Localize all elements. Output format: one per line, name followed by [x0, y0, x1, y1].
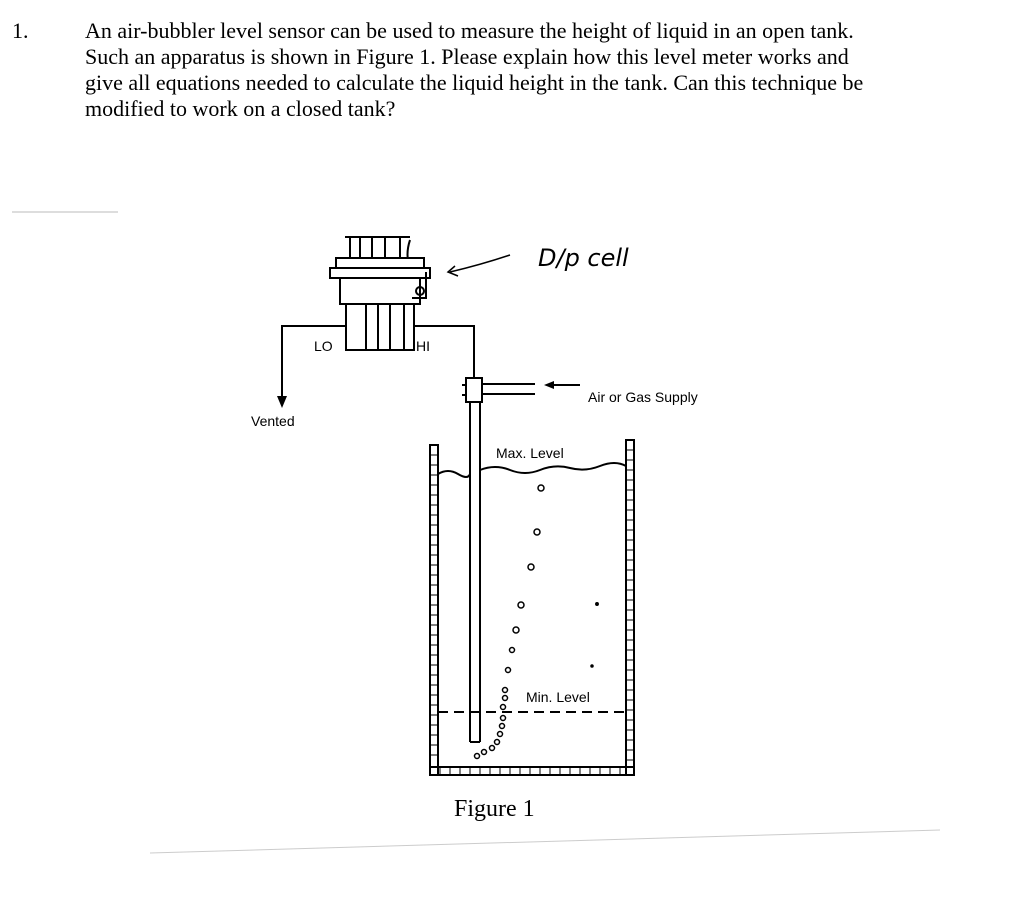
scan-edge-bottom: [149, 829, 941, 854]
bubbles: [473, 484, 599, 760]
supply-arrow: [544, 381, 580, 389]
vented-label: Vented: [251, 413, 295, 429]
question-line-4: modified to work on a closed tank?: [85, 96, 396, 121]
supply-tee: [462, 377, 535, 403]
figure-caption: Figure 1: [454, 796, 535, 822]
question-line-1: An air-bubbler level sensor can be used …: [85, 18, 854, 43]
supply-label: Air or Gas Supply: [588, 389, 698, 405]
question-number: 1.: [12, 18, 29, 43]
lo-label: LO: [314, 338, 333, 354]
question-line-2: Such an apparatus is shown in Figure 1. …: [85, 44, 849, 69]
tank: [429, 439, 635, 776]
hi-label: HI: [416, 338, 430, 354]
tank-hatching: [430, 449, 634, 775]
min-level-label: Min. Level: [526, 689, 590, 705]
handwritten-arrow: [449, 254, 511, 273]
max-level-surface: [437, 462, 627, 478]
question-line-3: give all equations needed to calculate t…: [85, 70, 864, 95]
vent-arrow: [277, 396, 287, 408]
dp-cell-handwritten-label: D/p cell: [538, 244, 629, 272]
max-level-label: Max. Level: [496, 445, 564, 461]
question-text: An air-bubbler level sensor can be used …: [85, 18, 965, 122]
lo-pipe: [281, 325, 346, 398]
dp-cell: [329, 236, 431, 351]
hi-pipe: [414, 325, 475, 378]
dip-tube: [469, 402, 481, 743]
